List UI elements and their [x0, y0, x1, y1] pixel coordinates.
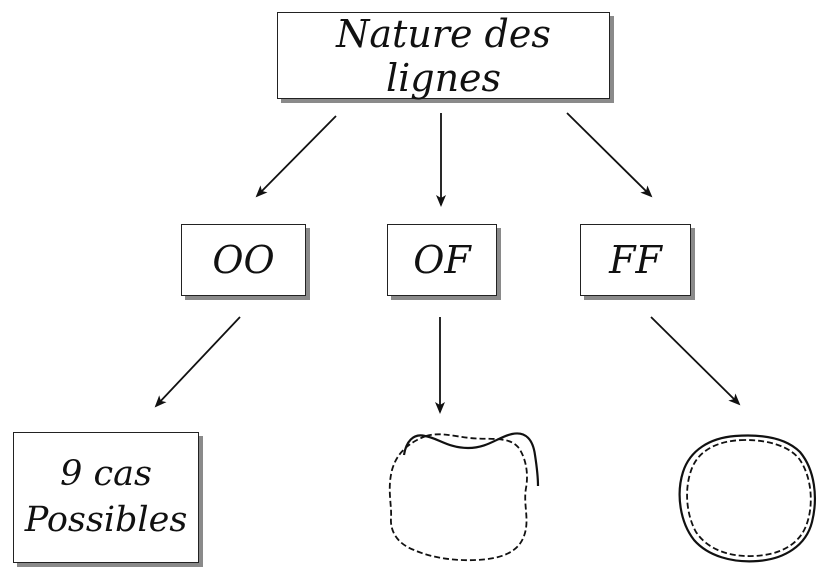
outcome-node-oo: 9 cas Possibles: [13, 432, 199, 563]
open-solid-line: [402, 432, 540, 487]
branch-node-ff: FF: [580, 224, 691, 296]
closed-dashed-line: [388, 433, 528, 562]
branch-label-ff: FF: [609, 238, 662, 282]
arrow-root-to-oo: [255, 115, 337, 198]
outcome-oo-line1: 9 cas: [60, 454, 152, 494]
arrow-oo-to-cases: [154, 316, 241, 408]
arrow-ff-to-shape: [650, 316, 741, 406]
root-node-label: Nature des lignes: [336, 11, 551, 100]
outcome-oo-line2: Possibles: [24, 499, 188, 540]
closed-dashed-line-ff: [686, 439, 812, 557]
root-node-box: Nature des lignes: [277, 11, 610, 100]
branch-node-oo: OO: [181, 224, 306, 296]
open-closed-lines-sketch: [388, 432, 540, 562]
closed-closed-lines-sketch: [678, 434, 816, 563]
closed-solid-line: [678, 434, 816, 563]
branch-label-oo: OO: [212, 238, 275, 282]
arrow-root-to-ff: [566, 112, 653, 198]
branch-label-of: OF: [413, 238, 471, 282]
branch-node-of: OF: [387, 224, 497, 296]
